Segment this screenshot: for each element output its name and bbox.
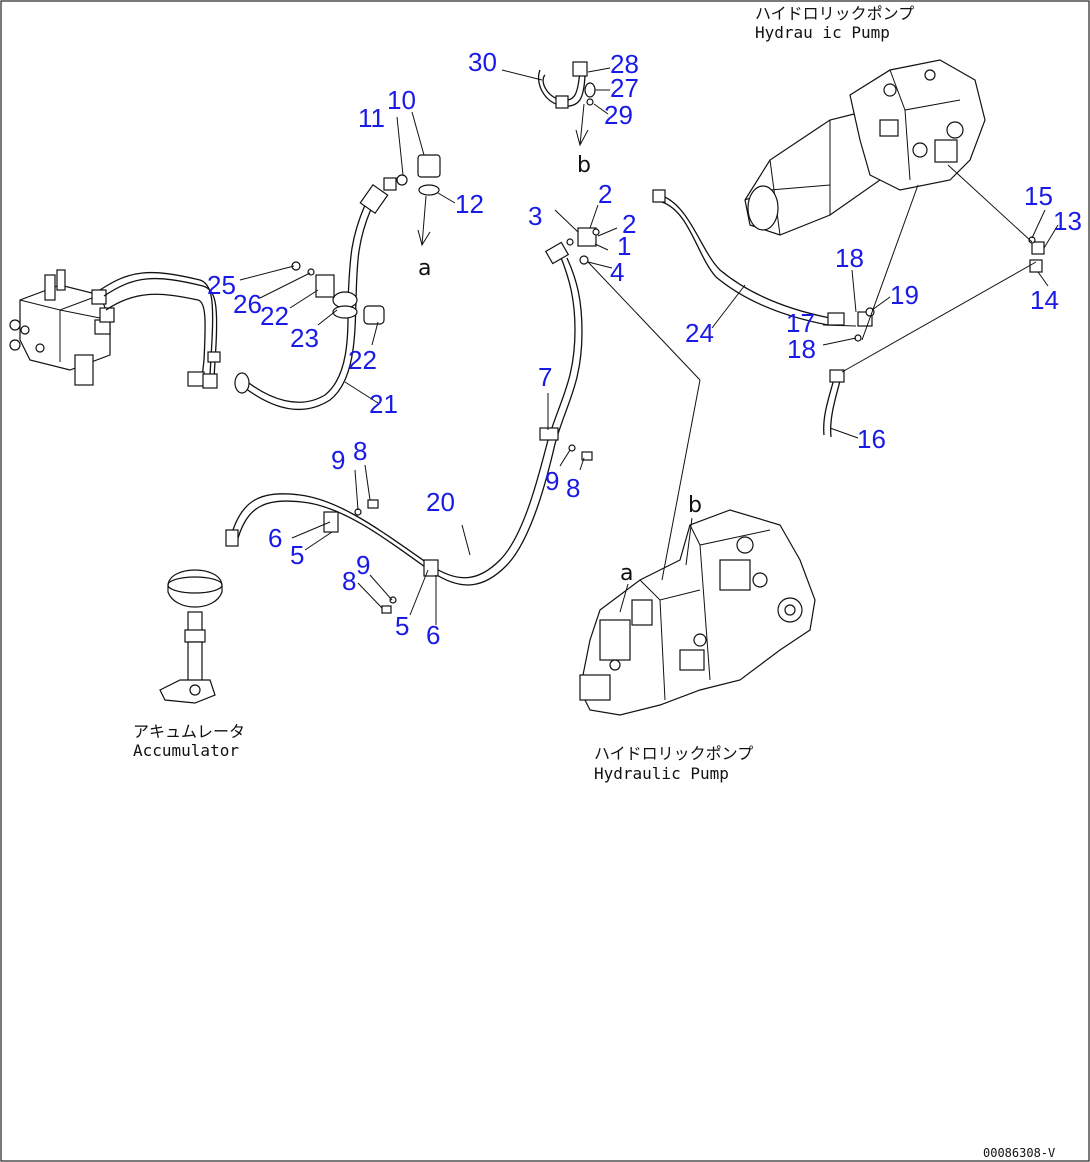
callout-numbers: 30 28 27 29 10 11 12 2 3 2 1 4 25 26 22 … bbox=[207, 47, 1082, 650]
callout-24: 24 bbox=[685, 318, 714, 348]
control-valve bbox=[9, 269, 115, 386]
clamp-group-22 bbox=[291, 261, 385, 325]
callout-27: 27 bbox=[610, 73, 639, 103]
callout-2-side: 2 bbox=[622, 209, 636, 239]
callout-9-right: 9 bbox=[545, 466, 559, 496]
callout-16: 16 bbox=[857, 424, 886, 454]
callout-25: 25 bbox=[207, 270, 236, 300]
accumulator bbox=[159, 569, 223, 704]
component-captions: ハイドロリックポンプ Hydrau ic Pump ハイドロリックポンプ Hyd… bbox=[133, 4, 914, 783]
letter-b-pump: b bbox=[688, 493, 702, 518]
callout-9-lower: 9 bbox=[356, 550, 370, 580]
callout-11: 11 bbox=[358, 103, 385, 133]
callout-15: 15 bbox=[1024, 181, 1053, 211]
callout-12: 12 bbox=[455, 189, 484, 219]
leader-lines bbox=[239, 67, 1059, 625]
callout-7: 7 bbox=[538, 362, 552, 392]
callout-3: 3 bbox=[528, 201, 542, 231]
callout-8-lower: 8 bbox=[342, 566, 356, 596]
callout-5-left: 5 bbox=[290, 540, 304, 570]
callout-20: 20 bbox=[426, 487, 455, 517]
caption-pump-top-en: Hydrau ic Pump bbox=[755, 23, 890, 42]
callout-1: 1 bbox=[617, 231, 631, 261]
callout-4: 4 bbox=[610, 257, 624, 287]
callout-23: 23 bbox=[290, 323, 319, 353]
caption-accumulator-en: Accumulator bbox=[133, 741, 239, 760]
hose-30 bbox=[538, 61, 596, 109]
callout-18-lower: 18 bbox=[787, 334, 816, 364]
valve-pilot-hoses bbox=[99, 272, 221, 389]
caption-pump-bottom-en: Hydraulic Pump bbox=[594, 764, 729, 783]
hose-24 bbox=[652, 189, 845, 326]
letter-b-top: b bbox=[577, 153, 591, 178]
callout-6-left: 6 bbox=[268, 523, 282, 553]
callout-14: 14 bbox=[1030, 285, 1059, 315]
hydraulic-pump-bottom bbox=[579, 509, 816, 716]
hose-20 bbox=[225, 241, 583, 586]
fitting-group-13-19 bbox=[823, 236, 1045, 438]
connection-letters: b a b a bbox=[418, 153, 702, 586]
caption-accumulator-jp: アキュムレータ bbox=[133, 722, 245, 741]
callout-22-lower: 22 bbox=[348, 345, 377, 375]
callout-26: 26 bbox=[233, 289, 262, 319]
hydraulic-pump-top bbox=[744, 59, 986, 236]
hose-21 bbox=[234, 177, 397, 410]
elbow-fitting-10 bbox=[396, 154, 441, 196]
caption-pump-bottom-jp: ハイドロリックポンプ bbox=[594, 744, 753, 763]
callout-8-upper: 8 bbox=[353, 436, 367, 466]
letter-a-pump: a bbox=[620, 561, 633, 586]
callout-8-right: 8 bbox=[566, 473, 580, 503]
callout-6-lower: 6 bbox=[426, 620, 440, 650]
callout-10: 10 bbox=[387, 85, 416, 115]
callout-29: 29 bbox=[604, 100, 633, 130]
callout-28: 28 bbox=[610, 49, 639, 79]
callout-17: 17 bbox=[786, 308, 815, 338]
callout-19: 19 bbox=[890, 280, 919, 310]
callout-21: 21 bbox=[369, 389, 398, 419]
bolt-group-5-9 bbox=[354, 444, 593, 614]
callout-5-lower: 5 bbox=[395, 611, 409, 641]
tee-fitting-1 bbox=[566, 227, 600, 265]
callout-2-top: 2 bbox=[598, 179, 612, 209]
callout-13: 13 bbox=[1053, 206, 1082, 236]
callout-18-upper: 18 bbox=[835, 243, 864, 273]
letter-a-top: a bbox=[418, 256, 431, 281]
callout-9-upper: 9 bbox=[331, 445, 345, 475]
callout-30: 30 bbox=[468, 47, 497, 77]
caption-pump-top-jp: ハイドロリックポンプ bbox=[755, 4, 914, 23]
callout-22-upper: 22 bbox=[260, 301, 289, 331]
figure-code: 00086308-V bbox=[983, 1146, 1055, 1160]
